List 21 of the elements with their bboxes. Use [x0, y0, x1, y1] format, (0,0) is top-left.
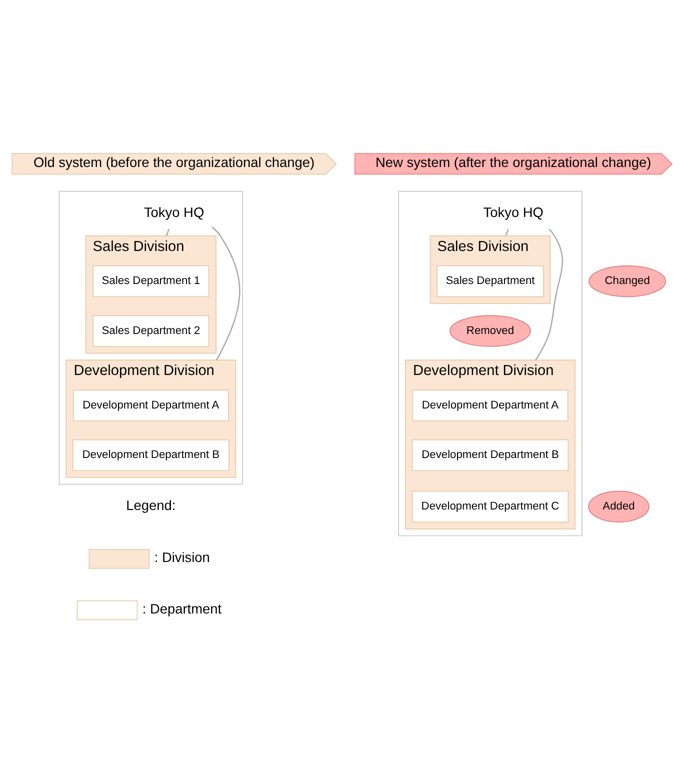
legend-label: : Division: [154, 550, 210, 565]
connector: [505, 228, 509, 236]
node-box: Sales Department 1: [92, 264, 210, 297]
legend-label: : Department: [142, 601, 222, 616]
cluster: [398, 190, 582, 536]
node-ellipse: Changed: [588, 264, 666, 297]
node-box: Development Department C: [412, 490, 569, 522]
node-text: Tokyo HQ: [144, 204, 204, 220]
node-box: Development Department A: [412, 389, 568, 421]
node-ellipse: Added: [588, 490, 650, 522]
node-text: Tokyo HQ: [483, 204, 544, 220]
label: Legend:: [126, 497, 176, 512]
node-box: Development Department B: [412, 438, 569, 471]
node-box: Sales Department: [436, 264, 544, 297]
cluster: [58, 190, 244, 484]
connector: [166, 228, 170, 236]
node-box: Sales Department 2: [92, 314, 210, 346]
node-box: Development Department B: [72, 438, 230, 471]
node-ellipse: Removed: [450, 314, 531, 346]
connector: [535, 228, 564, 360]
node-box: Development Department A: [72, 389, 229, 421]
